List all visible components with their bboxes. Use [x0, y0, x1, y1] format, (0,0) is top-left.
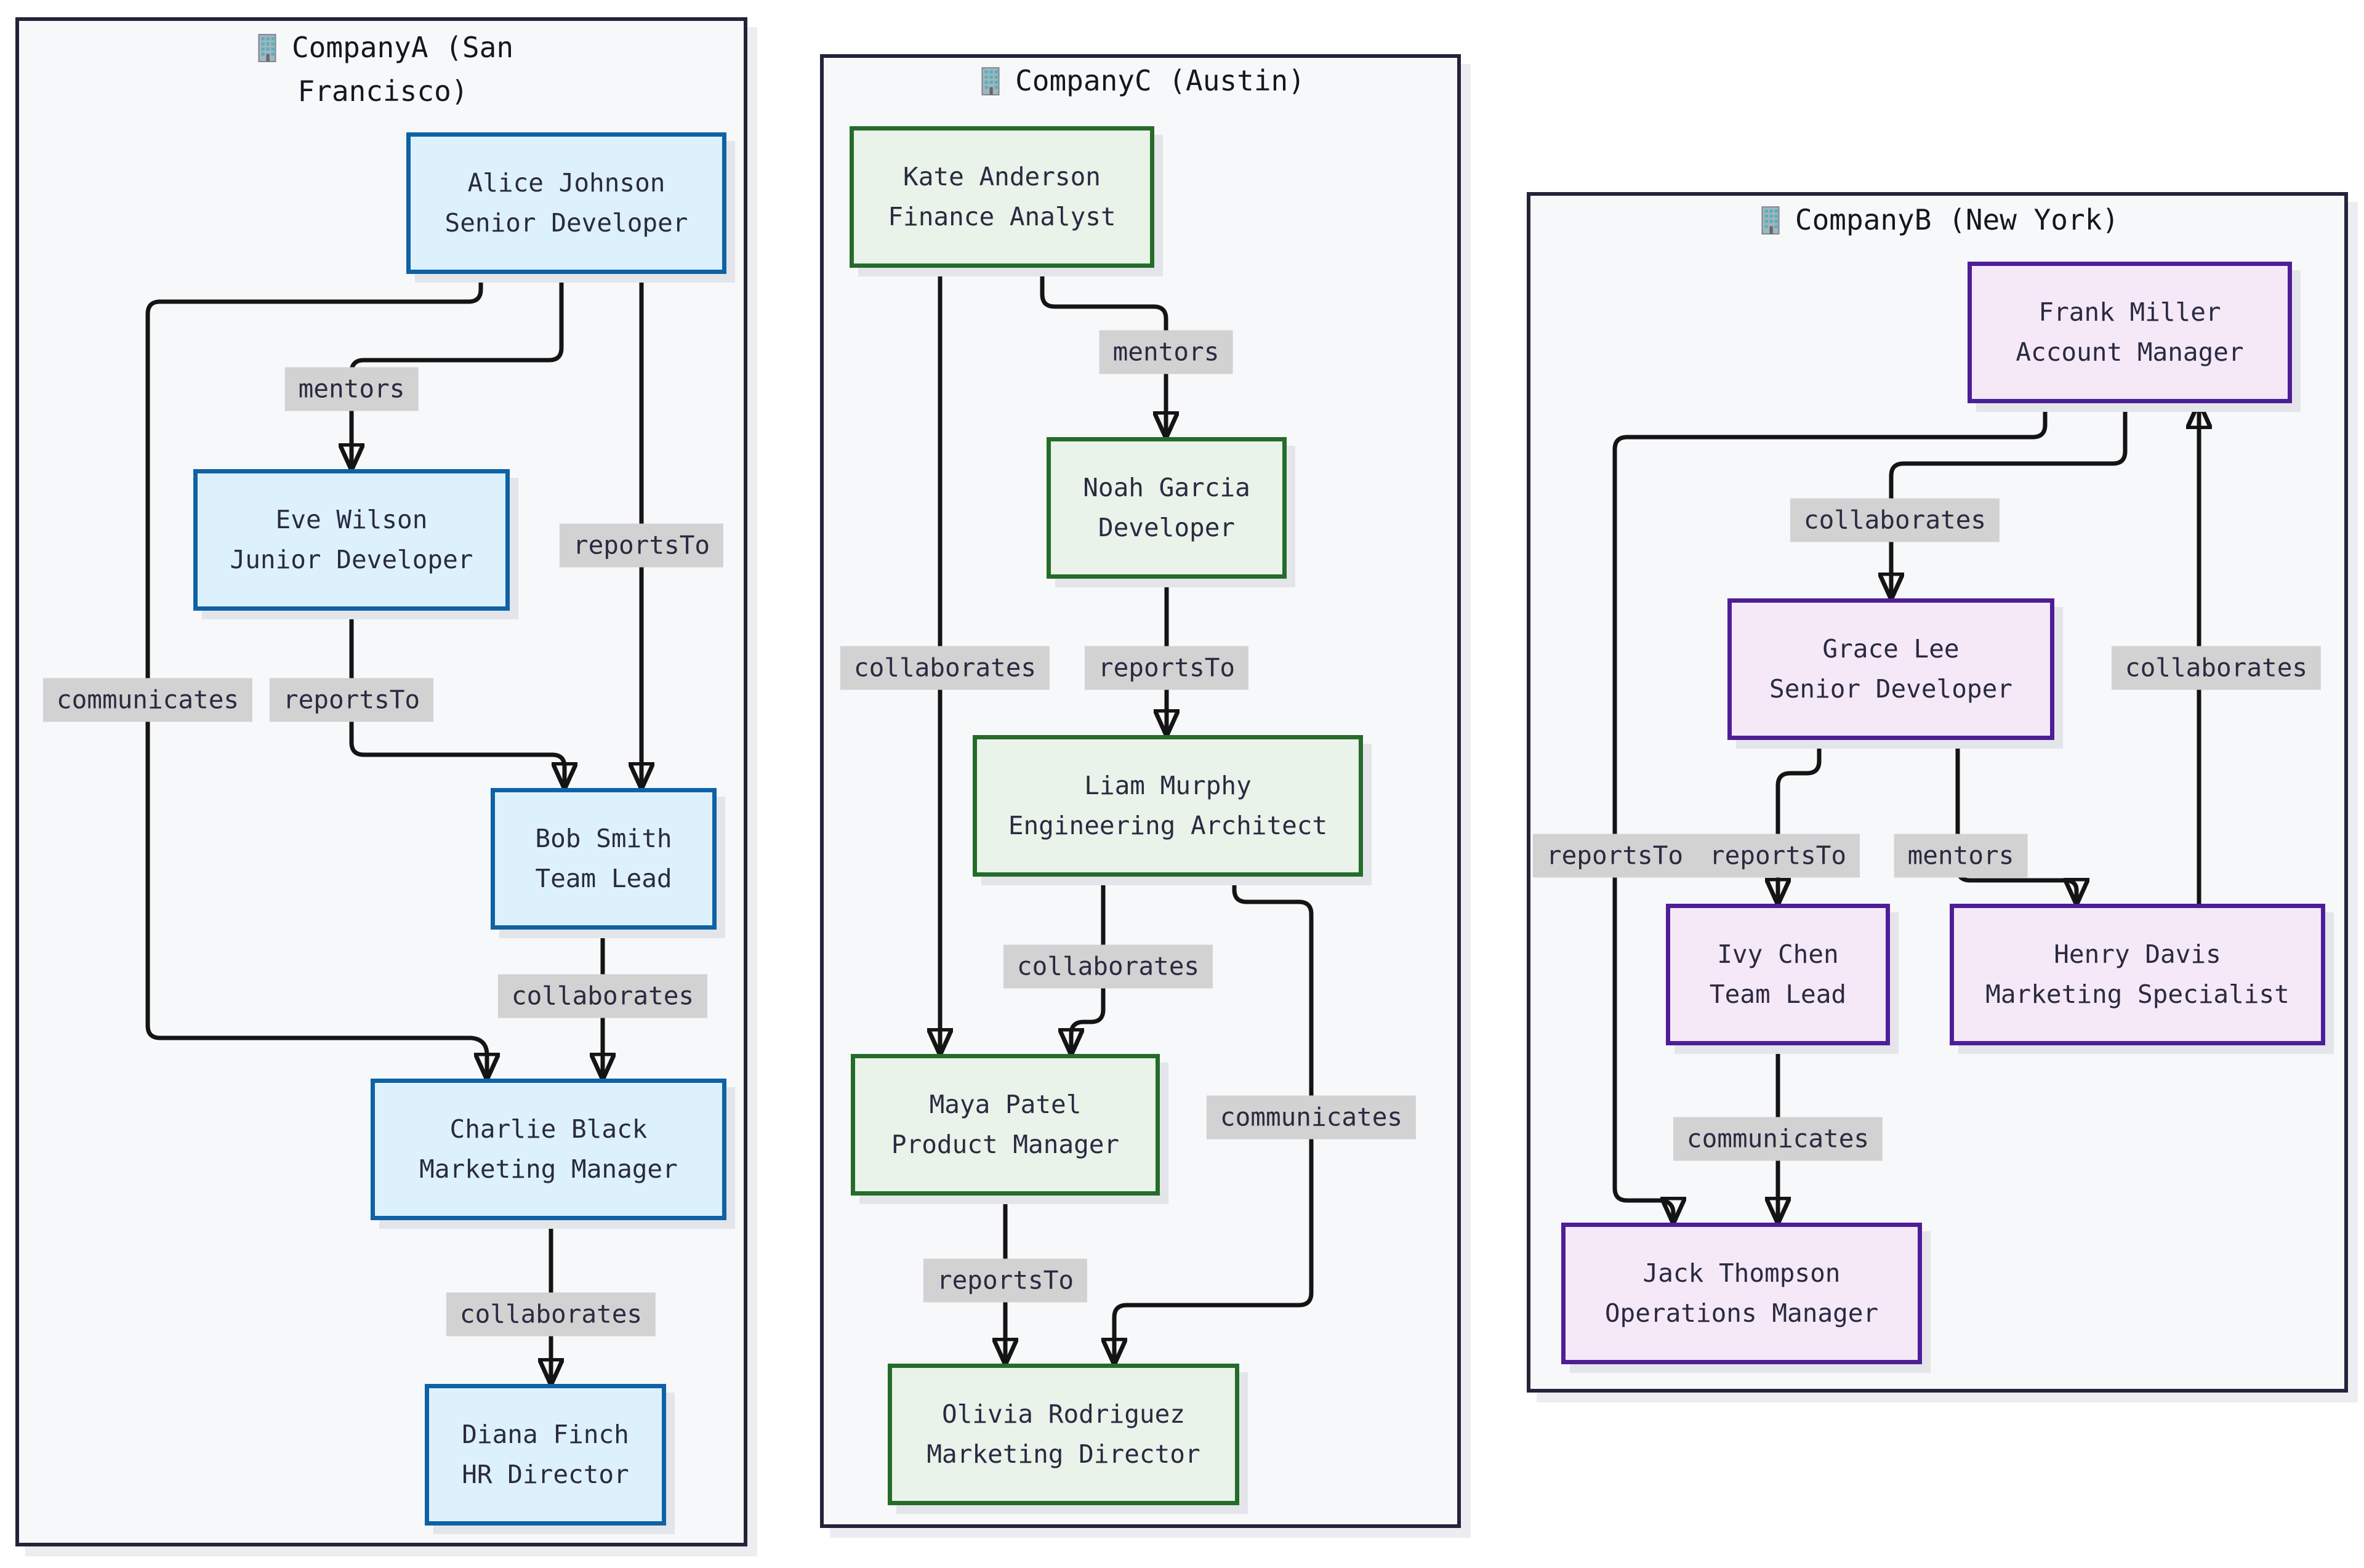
person-role: Product Manager — [891, 1130, 1120, 1159]
person-role: Account Manager — [2016, 337, 2244, 367]
edge-label: mentors — [1099, 330, 1233, 374]
person-name: Diana Finch — [462, 1419, 629, 1449]
edge-label: mentors — [284, 367, 419, 411]
person-role: Engineering Architect — [1008, 811, 1328, 840]
person-name: Eve Wilson — [275, 504, 428, 534]
person-role: Team Lead — [535, 864, 672, 893]
edge-label: communicates — [42, 678, 253, 722]
edge-label: reportsTo — [1695, 834, 1860, 878]
node-diana-finch: Diana Finch HR Director — [425, 1384, 666, 1526]
person-name: Alice Johnson — [467, 167, 665, 198]
node-kate-anderson: Kate Anderson Finance Analyst — [850, 126, 1154, 268]
person-role: Senior Developer — [1769, 674, 2012, 704]
edge-label: reportsTo — [1532, 834, 1697, 878]
node-ivy-chen: Ivy Chen Team Lead — [1666, 904, 1890, 1045]
office-building-icon — [981, 67, 1000, 95]
edge-label: reportsTo — [559, 523, 724, 568]
person-name: Maya Patel — [929, 1089, 1082, 1119]
edge-label: mentors — [1894, 834, 2028, 878]
edge-label: reportsTo — [269, 678, 434, 722]
edge-label: collaborates — [446, 1292, 656, 1337]
person-name: Kate Anderson — [903, 161, 1101, 191]
subgraph-title-companyA: CompanyA (San Francisco) — [238, 26, 528, 114]
node-olivia-rodriguez: Olivia Rodriguez Marketing Director — [888, 1364, 1239, 1505]
person-name: Frank Miller — [2038, 297, 2221, 327]
person-name: Ivy Chen — [1717, 939, 1839, 969]
node-jack-thompson: Jack Thompson Operations Manager — [1561, 1223, 1922, 1364]
person-name: Charlie Black — [449, 1114, 648, 1144]
edge-label: collaborates — [1790, 498, 2000, 542]
person-name: Henry Davis — [2054, 939, 2221, 969]
person-name: Jack Thompson — [1642, 1258, 1841, 1288]
person-role: Junior Developer — [230, 545, 473, 574]
person-name: Liam Murphy — [1084, 770, 1252, 800]
node-eve-wilson: Eve Wilson Junior Developer — [193, 469, 510, 611]
person-name: Bob Smith — [535, 823, 672, 853]
subgraph-title-companyC: CompanyC (Austin) — [820, 59, 1461, 103]
person-role: Senior Developer — [444, 208, 688, 238]
person-role: Marketing Specialist — [1985, 979, 2290, 1009]
node-alice-johnson: Alice Johnson Senior Developer — [406, 132, 726, 274]
node-grace-lee: Grace Lee Senior Developer — [1727, 598, 2054, 740]
node-bob-smith: Bob Smith Team Lead — [491, 788, 717, 930]
edge-label: collaborates — [840, 646, 1050, 690]
edge-label: collaborates — [1003, 944, 1213, 989]
subgraph-title-label: CompanyB (New York) — [1795, 203, 2120, 236]
person-role: HR Director — [462, 1460, 629, 1489]
person-name: Noah Garcia — [1083, 472, 1250, 502]
subgraph-title-companyB: CompanyB (New York) — [1527, 198, 2348, 242]
person-role: Operations Manager — [1604, 1298, 1879, 1328]
office-building-icon — [1761, 206, 1780, 235]
node-noah-garcia: Noah Garcia Developer — [1047, 437, 1287, 579]
person-role: Team Lead — [1709, 979, 1847, 1009]
subgraph-title-label: CompanyA (San Francisco) — [291, 31, 514, 108]
person-name: Olivia Rodriguez — [942, 1399, 1185, 1429]
person-name: Grace Lee — [1822, 633, 1960, 664]
edge-label: collaborates — [497, 974, 708, 1018]
node-henry-davis: Henry Davis Marketing Specialist — [1950, 904, 2325, 1045]
office-building-icon — [258, 34, 276, 62]
node-liam-murphy: Liam Murphy Engineering Architect — [973, 735, 1363, 877]
node-charlie-black: Charlie Black Marketing Manager — [371, 1079, 726, 1220]
edge-label: communicates — [1673, 1117, 1883, 1161]
edge-label: collaborates — [2111, 646, 2322, 690]
node-maya-patel: Maya Patel Product Manager — [851, 1054, 1160, 1196]
person-role: Developer — [1098, 513, 1236, 542]
subgraph-title-label: CompanyC (Austin) — [1015, 64, 1305, 97]
node-frank-miller: Frank Miller Account Manager — [1968, 262, 2292, 403]
person-role: Marketing Director — [927, 1439, 1200, 1469]
person-role: Finance Analyst — [888, 202, 1116, 231]
edge-label: reportsTo — [1084, 646, 1249, 690]
edge-label: communicates — [1206, 1095, 1417, 1140]
edge-label: reportsTo — [923, 1258, 1088, 1303]
person-role: Marketing Manager — [419, 1154, 678, 1184]
